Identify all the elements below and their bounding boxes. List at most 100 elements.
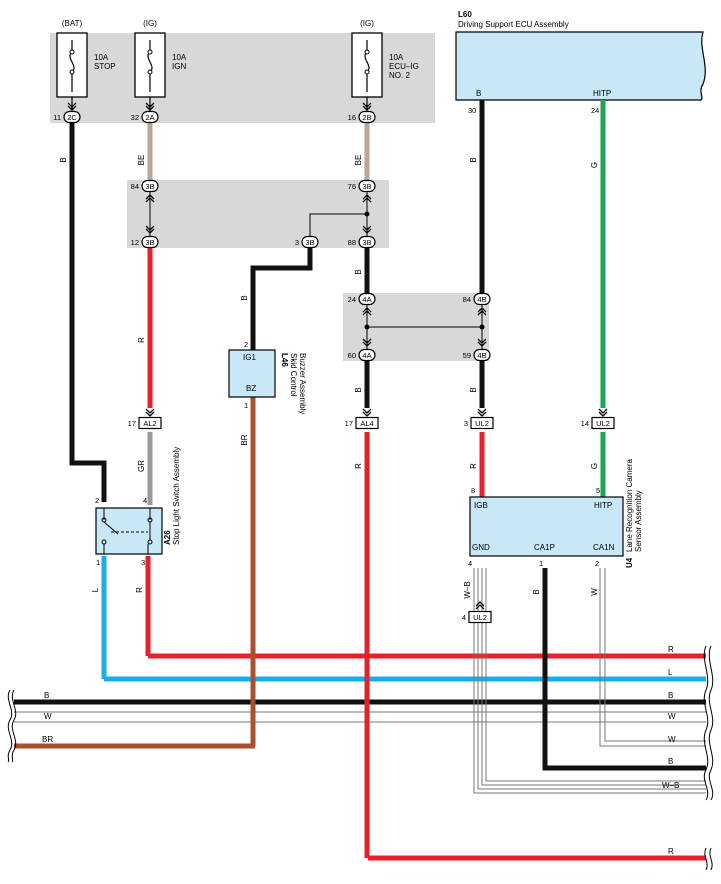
fuses: (BAT)10ASTOP2C11(IG)10AIGN2A32(IG)10AECU… xyxy=(53,19,419,124)
camera-box xyxy=(469,496,624,557)
wire-label-cam-ca1p: B xyxy=(532,589,541,594)
j3b-pin-84-label: 3B xyxy=(145,182,154,191)
right-bus-label-b: B xyxy=(668,691,673,700)
wire-label-j3b-to-al2: R xyxy=(137,337,146,343)
j3b-pin-88-pin: 88 xyxy=(348,238,356,247)
wire-label-ign-fuse: BE xyxy=(137,155,146,166)
wire-label-cam-gnd: W–B xyxy=(463,581,472,598)
inline-connector-pin: 17 xyxy=(128,419,136,428)
j3b-pin-76-label: 3B xyxy=(362,182,371,191)
camera-term-ca1p: CA1P xyxy=(534,543,555,552)
switch-pin-2: 2 xyxy=(95,496,99,505)
inline-connector-box xyxy=(355,416,379,430)
fuse-connector-0-label: 2C xyxy=(67,113,77,122)
ecu-name: Driving Support ECU Assembly xyxy=(458,20,569,29)
fuse-connector-2-label: 2B xyxy=(362,113,371,122)
wire-label-j3b-to-buzzer: B xyxy=(240,295,249,300)
fuse-terminal xyxy=(69,49,75,55)
wire-label-after-ul2-14: G xyxy=(590,463,599,469)
chevron-down-icon xyxy=(362,225,372,234)
fuse-connector-0-pin: 11 xyxy=(53,113,61,122)
right-bus-label-l: L xyxy=(668,668,673,677)
camera-term-igb: IGB xyxy=(474,501,488,510)
chevron-down-icon xyxy=(477,338,487,347)
wire-label-cam-ca1n: W xyxy=(590,588,599,596)
wire-label-stop-fuse: B xyxy=(59,157,68,162)
ecu-pin-hitp: 24 xyxy=(591,106,599,115)
camera-pin-2: 2 xyxy=(595,559,599,568)
fuse-connector-1-label: 2A xyxy=(145,113,154,122)
bus-wires xyxy=(14,568,706,861)
fuse-name2: NO. 2 xyxy=(389,71,410,80)
inline-connector-box xyxy=(468,610,492,624)
stop-switch-contacts xyxy=(101,508,153,554)
buzzer-term-bottom: BZ xyxy=(246,384,256,393)
wire-label-j4a-out: B xyxy=(354,387,363,392)
j3b-pin-76: 3B 76 xyxy=(348,179,376,193)
camera-pin-4: 4 xyxy=(468,559,472,568)
fuse-terminal xyxy=(364,49,370,55)
right-bus-label-w2: W xyxy=(668,735,676,744)
right-bus-label-r2: R xyxy=(668,847,674,856)
ecu-code: L60 xyxy=(458,10,472,19)
j4b-pin-59-pin: 59 xyxy=(463,351,471,360)
camera-pin-5: 5 xyxy=(596,486,600,495)
chevron-up-icon xyxy=(477,307,487,316)
j4a-pin-24-label: 4A xyxy=(362,295,371,304)
right-bus-label-b2: B xyxy=(668,757,673,766)
inline-connector-pin: 4 xyxy=(462,613,466,622)
chevron-down-icon xyxy=(145,225,155,234)
j4a-pin-60-label: 4A xyxy=(362,351,371,360)
chevron-down-icon xyxy=(145,102,155,111)
switch-code: A26 xyxy=(163,530,172,545)
j4b-pin-84-pin: 84 xyxy=(463,295,471,304)
camera-term-gnd: GND xyxy=(472,543,490,552)
inline-connector-label: AL2 xyxy=(143,419,156,428)
chevron-down-icon xyxy=(67,102,77,111)
wire-label-j4b-out: B xyxy=(469,387,478,392)
inline-connector-box xyxy=(470,416,494,430)
buzzer-box xyxy=(228,349,276,398)
switch-pin-3: 3 xyxy=(141,558,145,567)
j3b-pin-3-label: 3B xyxy=(305,238,314,247)
right-bus-label-r: R xyxy=(668,645,674,654)
wire-label-sw-pin1: L xyxy=(91,587,100,592)
fuse-source: (IG) xyxy=(143,19,157,28)
chevron-down-icon xyxy=(362,338,372,347)
inline-connector-pin: 3 xyxy=(464,419,468,428)
buzzer-name1: Skid Control xyxy=(289,353,298,397)
stop-switch-box xyxy=(95,507,163,555)
fuse-name: ECU–IG xyxy=(389,62,419,71)
fuse-terminal xyxy=(69,69,75,75)
chevron-up-icon xyxy=(362,194,372,203)
j3b-pin-3: 3B 3 xyxy=(295,235,319,249)
junction-3b-internal xyxy=(149,192,370,236)
fuse-name: IGN xyxy=(172,62,186,71)
left-bus-label-w: W xyxy=(44,712,52,721)
camera-term-ca1n: CA1N xyxy=(593,543,615,552)
buzzer-pin-bottom: 1 xyxy=(244,401,248,410)
fuse-terminal xyxy=(364,69,370,75)
ecu-term-b: B xyxy=(476,89,481,98)
j3b-pin-3-pin: 3 xyxy=(295,238,299,247)
chevron-up-icon xyxy=(362,307,372,316)
chevron-down-icon xyxy=(362,408,372,417)
fuse-name: STOP xyxy=(94,62,116,71)
wire-label-after-al2: GR xyxy=(137,460,146,472)
inline-connector-label: AL4 xyxy=(360,419,373,428)
j3b-pin-76-pin: 76 xyxy=(348,182,356,191)
camera-code: U4 xyxy=(625,557,634,568)
chevron-down-icon xyxy=(362,102,372,111)
